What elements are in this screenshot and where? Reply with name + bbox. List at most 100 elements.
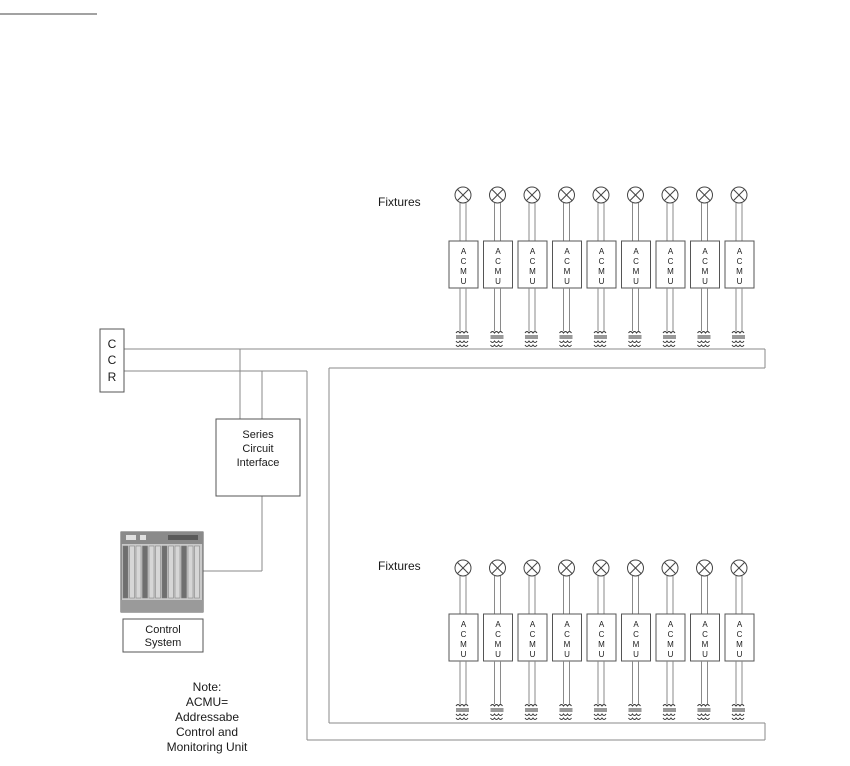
acmu-letter: M xyxy=(702,640,709,649)
acmu-letter: M xyxy=(529,267,536,276)
acmu-letter: C xyxy=(633,630,639,639)
acmu-unit: ACMU xyxy=(586,240,617,289)
rack-slot xyxy=(135,545,142,599)
control-system-label: Control System xyxy=(122,618,204,653)
note-line-1: Note: xyxy=(193,680,222,694)
lamp-icon xyxy=(489,186,506,204)
transformer-icon xyxy=(731,331,745,347)
acmu-unit: ACMU xyxy=(517,240,548,289)
transformer-icon xyxy=(593,704,607,720)
acmu-letter: U xyxy=(564,650,570,659)
acmu-letter: U xyxy=(633,277,639,286)
acmu-letter: M xyxy=(633,640,640,649)
rack-slot xyxy=(187,545,194,599)
rack-slot xyxy=(174,545,181,599)
acmu-letter: M xyxy=(667,640,674,649)
lamp-icon xyxy=(730,186,748,204)
fixtures-label-bottom: Fixtures xyxy=(378,559,421,573)
acmu-letter: M xyxy=(598,267,605,276)
acmu-letter: M xyxy=(736,267,743,276)
acmu-letter: A xyxy=(633,247,639,256)
fixture: ACMU xyxy=(724,186,755,347)
acmu-letter: U xyxy=(564,277,570,286)
acmu-letter: U xyxy=(737,277,743,286)
acmu-letter: C xyxy=(530,630,536,639)
acmu-letter: M xyxy=(529,640,536,649)
acmu-letter: M xyxy=(633,267,640,276)
fixture: ACMU xyxy=(483,186,513,347)
acmu-letter: A xyxy=(495,620,501,629)
acmu-unit: ACMU xyxy=(724,613,755,662)
acmu-unit: ACMU xyxy=(483,240,513,289)
acmu-letter: M xyxy=(460,267,467,276)
transformer-icon xyxy=(559,331,573,347)
acmu-unit: ACMU xyxy=(552,613,582,662)
transformer-icon xyxy=(524,331,538,347)
lamp-icon xyxy=(696,186,713,204)
acmu-letter: U xyxy=(633,650,639,659)
acmu-unit: ACMU xyxy=(552,240,582,289)
acmu-letter: C xyxy=(668,257,674,266)
transformer-icon xyxy=(455,331,469,347)
acmu-letter: A xyxy=(668,247,674,256)
acmu-letter: M xyxy=(702,267,709,276)
acmu-letter: U xyxy=(599,650,605,659)
fixture: ACMU xyxy=(621,559,651,720)
lamp-icon xyxy=(558,186,575,204)
acmu-letter: M xyxy=(564,267,571,276)
acmu-letter: A xyxy=(737,247,743,256)
interface-label-line-1: Series xyxy=(242,429,274,441)
transformer-icon xyxy=(628,704,642,720)
lamp-icon xyxy=(454,559,472,577)
acmu-unit: ACMU xyxy=(621,613,651,662)
acmu-letter: U xyxy=(530,277,536,286)
series-circuit-interface: Series Circuit Interface xyxy=(215,418,301,497)
acmu-letter: U xyxy=(668,277,674,286)
acmu-unit: ACMU xyxy=(621,240,651,289)
acmu-letter: C xyxy=(702,257,708,266)
fixture: ACMU xyxy=(690,186,720,347)
lamp-icon xyxy=(592,186,610,204)
fixture: ACMU xyxy=(552,186,582,347)
acmu-letter: M xyxy=(564,640,571,649)
acmu-letter: M xyxy=(460,640,467,649)
rack-slot xyxy=(168,545,174,599)
transformer-icon xyxy=(697,331,711,347)
acmu-unit: ACMU xyxy=(483,613,513,662)
lamp-icon xyxy=(627,186,644,204)
acmu-unit: ACMU xyxy=(586,613,617,662)
control-label-line-2: System xyxy=(145,637,182,649)
acmu-letter: A xyxy=(564,247,570,256)
acmu-letter: C xyxy=(599,630,605,639)
acmu-letter: C xyxy=(461,257,467,266)
acmu-letter: U xyxy=(495,277,501,286)
fixture: ACMU xyxy=(586,186,617,347)
acmu-letter: U xyxy=(737,650,743,659)
fixture: ACMU xyxy=(690,559,720,720)
acmu-letter: A xyxy=(702,247,708,256)
transformer-icon xyxy=(593,331,607,347)
acmu-letter: C xyxy=(495,630,501,639)
acmu-letter: A xyxy=(633,620,639,629)
note-line-5: Monitoring Unit xyxy=(167,740,248,754)
acmu-letter: C xyxy=(737,630,743,639)
control-label-line-1: Control xyxy=(145,624,180,636)
transformer-icon xyxy=(628,331,642,347)
fixture: ACMU xyxy=(655,559,686,720)
acmu-letter: M xyxy=(598,640,605,649)
fixture: ACMU xyxy=(483,559,513,720)
acmu-letter: C xyxy=(633,257,639,266)
lamp-icon xyxy=(661,559,679,577)
rack-slot xyxy=(142,545,148,599)
note-line-3: Addressabe xyxy=(175,710,239,724)
lamp-icon xyxy=(523,186,541,204)
note-line-2: ACMU= xyxy=(186,695,228,709)
note-line-4: Control and xyxy=(176,725,238,739)
lamp-icon xyxy=(558,559,575,577)
transformer-icon xyxy=(662,331,676,347)
acmu-unit: ACMU xyxy=(690,240,720,289)
fixture: ACMU xyxy=(552,559,582,720)
rack-slot xyxy=(161,545,168,599)
acmu-letter: C xyxy=(668,630,674,639)
